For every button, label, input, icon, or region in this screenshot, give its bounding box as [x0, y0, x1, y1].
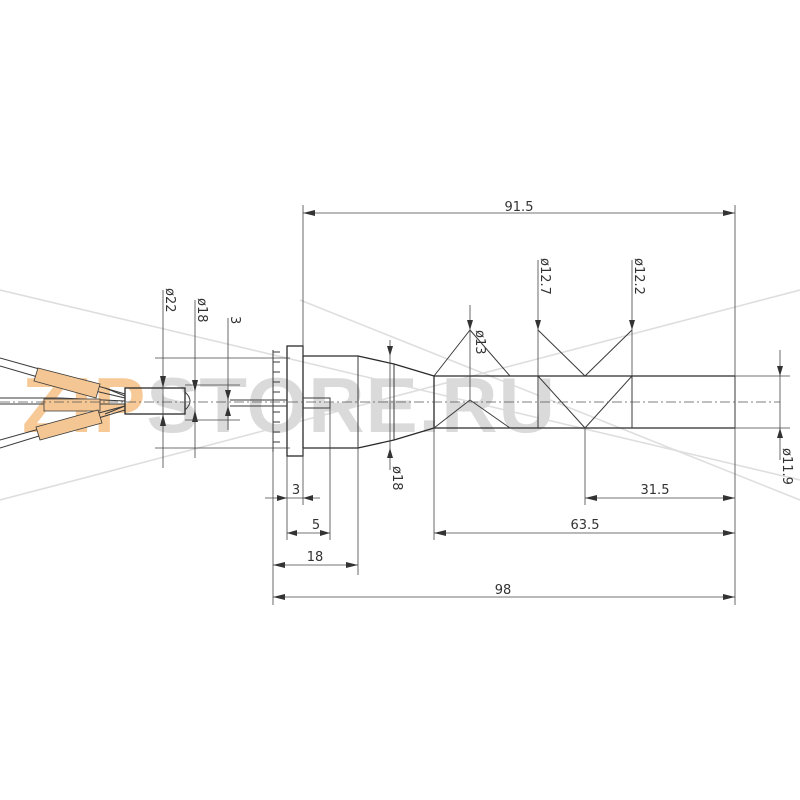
- dim-label-dia-11-9: ø11.9: [779, 448, 794, 485]
- dim-label-63-5: 63.5: [571, 518, 600, 533]
- dim-label-dia-13: ø13: [472, 330, 487, 355]
- wire-leads: [0, 357, 126, 449]
- dim-label-dia-18-body: ø18: [389, 466, 404, 491]
- wire-sleeve: [43, 398, 101, 412]
- wire-sleeve: [33, 367, 101, 399]
- dim-label-dia-12-7: ø12.7: [537, 258, 552, 295]
- connector-cap: [104, 387, 191, 415]
- dimension-labels: 91.5 98 63.5 31.5 18 5 3 ø22 ø18 3 ø18 ø…: [162, 200, 794, 598]
- dim-label-18: 18: [307, 550, 324, 565]
- dim-label-dia-12-2: ø12.2: [631, 258, 646, 295]
- dim-label-3-top: 3: [227, 316, 242, 324]
- watermark-suffix: STORE.RU: [146, 361, 556, 449]
- dim-label-3-bottom: 3: [292, 483, 300, 498]
- dim-label-5: 5: [312, 518, 320, 533]
- dim-label-91-5: 91.5: [505, 200, 534, 215]
- dim-label-31-5: 31.5: [641, 483, 670, 498]
- dim-label-98: 98: [495, 583, 512, 598]
- watermark-lines: [0, 289, 800, 501]
- dim-label-dia-22: ø22: [162, 288, 177, 313]
- dimension-lines: [155, 205, 790, 605]
- dim-label-dia-18-left: ø18: [194, 298, 209, 323]
- watermark-text: ZIPSTORE.RU: [22, 361, 556, 449]
- wire-sleeve: [35, 409, 103, 441]
